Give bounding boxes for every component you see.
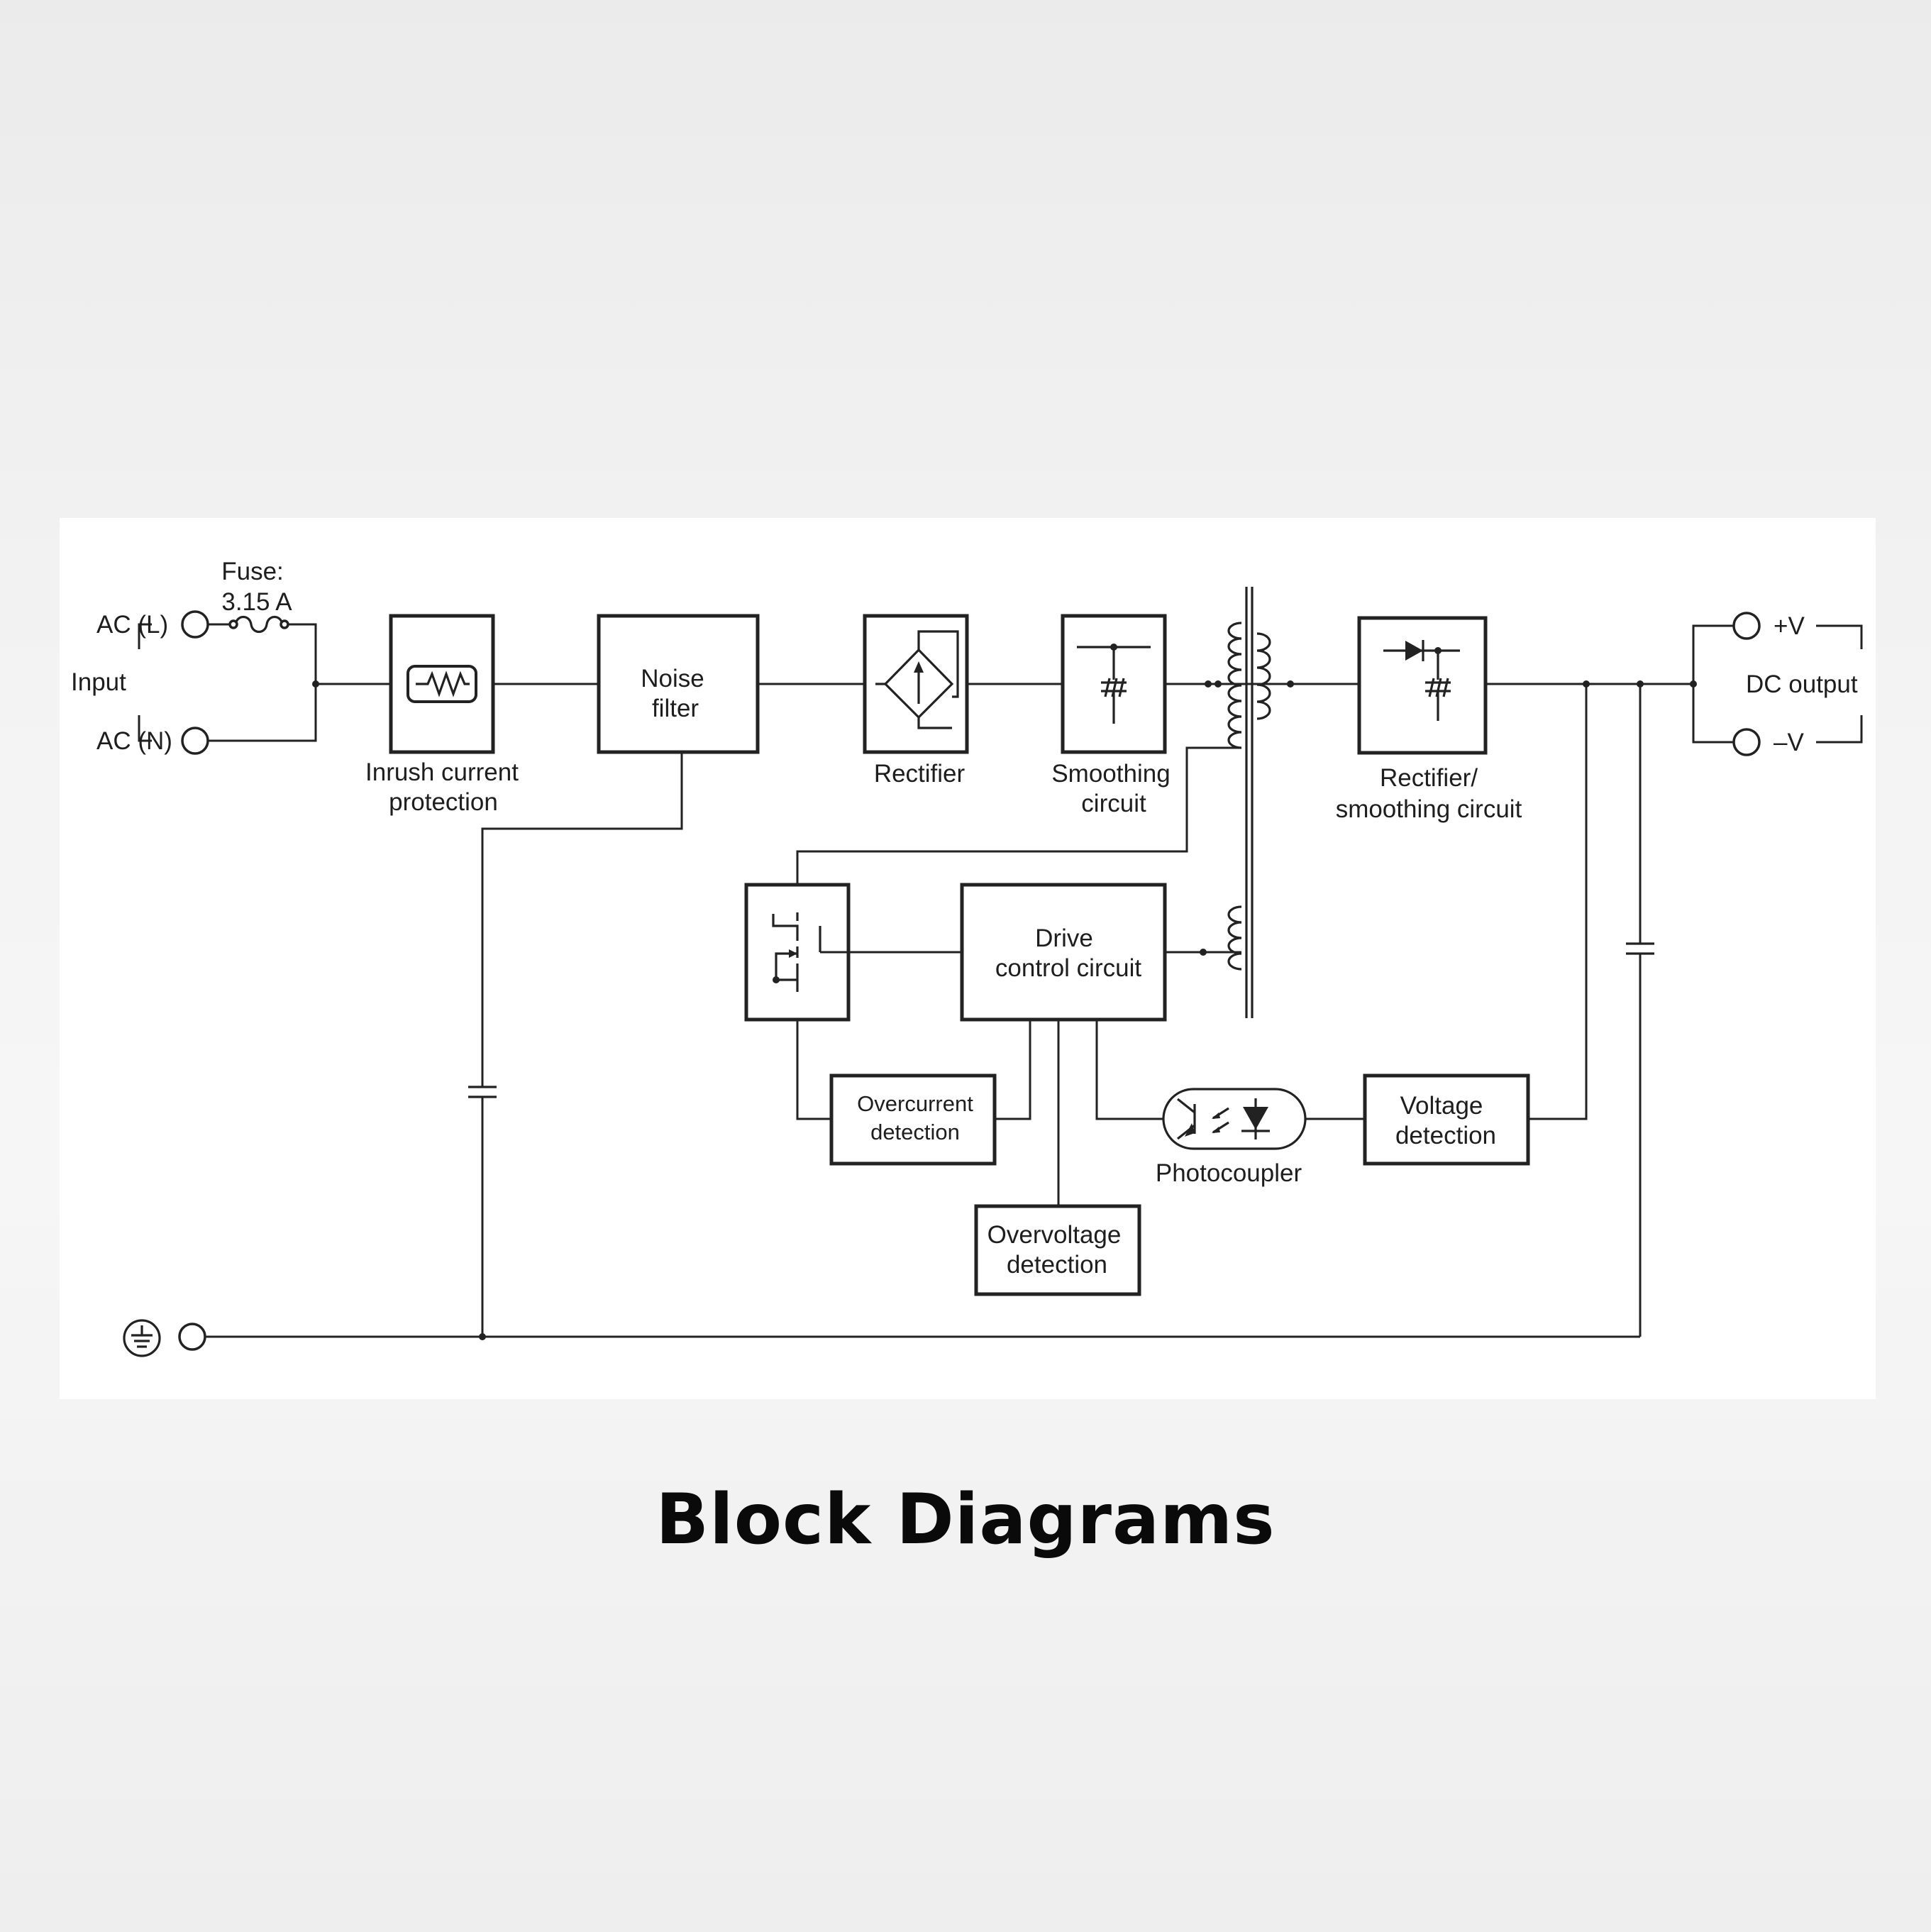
drive-label-line1: Drive (1035, 924, 1093, 952)
minus-v-label: –V (1774, 729, 1804, 756)
fuse-symbol (234, 615, 284, 634)
rectifier-smoothing-block: Rectifier/ smoothing circuit (1336, 616, 1522, 823)
voltage-detection-block: Voltage detection (1363, 1073, 1530, 1166)
overcurrent-label-line1: Overcurrent (857, 1091, 973, 1116)
overvoltage-label-line1: Overvoltage (987, 1221, 1122, 1249)
smoothing-label-line1: Smoothing (1051, 760, 1170, 788)
frame-ground-section (123, 1319, 1640, 1357)
plus-v-terminal (1732, 612, 1761, 640)
thermistor-icon (416, 670, 470, 697)
dc-output-section: +V –V DC output (1485, 612, 1863, 756)
input-label: Input (71, 668, 126, 696)
drive-label-line2: control circuit (995, 954, 1141, 982)
overcurrent-detection-block: Overcurrent detection (829, 1073, 997, 1166)
smoothing-label-line2: circuit (1081, 790, 1146, 817)
ground-icon (123, 1319, 161, 1357)
ac-n-terminal (181, 727, 209, 755)
voltage-det-label-line1: Voltage (1400, 1092, 1483, 1120)
page-title: Block Diagrams (655, 1479, 1276, 1560)
plus-v-label: +V (1774, 612, 1805, 640)
transformer (796, 587, 1359, 1018)
output-capacitor (1626, 942, 1654, 955)
rect-smooth-label-line1: Rectifier/ (1380, 764, 1478, 792)
voltage-det-label-line2: detection (1395, 1122, 1496, 1149)
minus-v-terminal (1732, 728, 1761, 756)
ground-terminal (178, 1323, 206, 1351)
rectifier-label: Rectifier (874, 760, 966, 788)
inrush-current-protection-block: Inrush current protection (365, 614, 519, 816)
drive-control-circuit-block: Drive control circuit (960, 883, 1167, 1022)
switching-transistor-block (744, 883, 962, 1120)
inrush-label-line2: protection (389, 788, 498, 816)
fuse-label-line2: 3.15 A (221, 588, 292, 616)
dc-output-label: DC output (1746, 670, 1858, 698)
overvoltage-detection-block: Overvoltage detection (974, 1204, 1141, 1296)
rect-smooth-label-line2: smoothing circuit (1336, 795, 1522, 823)
block-diagram: AC (L) AC (N) Input Fuse: 3.15 A Inrush … (71, 558, 1863, 1357)
photocoupler-label: Photocoupler (1156, 1159, 1302, 1187)
block-diagram-panel: AC (L) AC (N) Input Fuse: 3.15 A Inrush … (60, 518, 1876, 1399)
overcurrent-label-line2: detection (870, 1120, 960, 1144)
noise-filter-line1: Noise (641, 665, 704, 692)
ac-l-label: AC (L) (96, 611, 168, 639)
input-capacitor (468, 1086, 497, 1098)
overvoltage-label-line2: detection (1007, 1251, 1107, 1279)
input-section: AC (L) AC (N) Input Fuse: 3.15 A (71, 558, 391, 755)
ac-l-terminal (181, 610, 209, 639)
photocoupler: Photocoupler (1156, 1088, 1307, 1187)
rectifier-block: Rectifier (863, 614, 969, 788)
noise-filter-block: Noise filter (597, 614, 760, 754)
inrush-label-line1: Inrush current (365, 758, 519, 786)
noise-filter-line2: filter (652, 695, 699, 722)
fuse-label-line1: Fuse: (221, 558, 284, 585)
ac-n-label: AC (N) (96, 727, 172, 755)
smoothing-circuit-block: Smoothing circuit (1051, 614, 1171, 817)
